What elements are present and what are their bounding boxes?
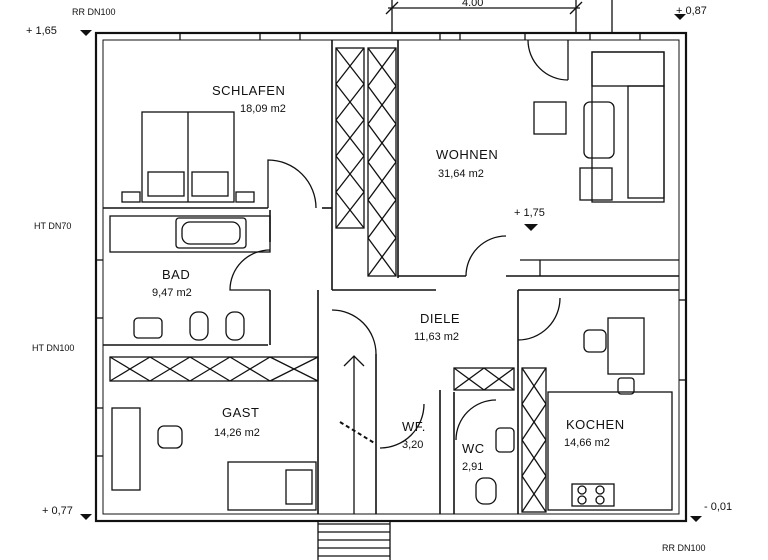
- kitchen-counter: [547, 391, 673, 511]
- wardrobe-right: [367, 47, 397, 277]
- dimension-line: [385, 0, 613, 33]
- room-name-gast: GAST: [222, 405, 260, 420]
- armchair: [579, 167, 613, 201]
- dining-table: [607, 317, 645, 375]
- chair: [617, 377, 635, 395]
- level-interior: + 1,75: [514, 207, 545, 219]
- chair: [583, 329, 607, 353]
- room-area-bad: 9,47 m2: [152, 287, 192, 299]
- room-name-schlafen: SCHLAFEN: [212, 83, 286, 98]
- room-area-schlafen: 18,09 m2: [240, 103, 286, 115]
- door-swing: [331, 309, 377, 355]
- room-name-diele: DIELE: [420, 311, 461, 326]
- door-swing: [527, 39, 569, 81]
- room-area-wc: 2,91: [462, 461, 484, 473]
- chair: [157, 425, 183, 449]
- bidet: [225, 311, 245, 341]
- room-area-diele: 11,63 m2: [414, 331, 460, 343]
- stove: [571, 483, 615, 507]
- room-name-wc: WC: [462, 441, 485, 456]
- level-marker: [674, 14, 686, 20]
- wardrobe-left: [335, 47, 365, 229]
- toilet: [189, 311, 209, 341]
- stair-arrow-head: [343, 355, 365, 367]
- door-swing: [517, 297, 561, 341]
- armchair: [533, 101, 567, 135]
- sofa: [591, 51, 665, 203]
- door-swing: [379, 403, 425, 449]
- level-marker: [80, 30, 92, 36]
- room-area-kochen: 14,66 m2: [564, 437, 610, 449]
- washbasin: [495, 427, 515, 453]
- room-name-wf: WF.: [402, 419, 426, 434]
- gast-bed: [227, 461, 317, 511]
- room-area-wohnen: 31,64 m2: [438, 168, 484, 180]
- level-marker: [80, 514, 92, 520]
- door-swing: [229, 249, 271, 291]
- inner-wall-line: [102, 39, 680, 515]
- dimension-text: 4.00: [462, 0, 484, 9]
- room-area-wf: 3,20: [402, 439, 424, 451]
- top-windows: [179, 33, 641, 40]
- door-swing: [465, 235, 507, 277]
- door-swing: [455, 399, 497, 441]
- level-bottom-left: + 0,77: [42, 505, 73, 517]
- diele-cabinet: [453, 367, 515, 391]
- level-bottom-right: - 0,01: [704, 501, 733, 513]
- level-marker: [690, 516, 702, 522]
- bathtub: [175, 217, 247, 249]
- desk: [111, 407, 141, 491]
- outer-wall: [94, 31, 688, 523]
- level-marker: [524, 224, 538, 231]
- double-bed: [121, 111, 255, 203]
- pipe-label: HT DN70: [34, 221, 72, 231]
- entrance-stair: [317, 521, 391, 560]
- cabinet-hatch: [521, 367, 547, 513]
- toilet: [475, 477, 497, 505]
- coffee-table: [583, 101, 615, 159]
- washbasin: [133, 317, 163, 339]
- room-name-kochen: KOCHEN: [566, 417, 625, 432]
- level-top-right: + 0,87: [676, 5, 707, 17]
- room-name-bad: BAD: [162, 267, 191, 282]
- pipe-label: RR DN100: [72, 7, 116, 17]
- dashed-line: [339, 421, 377, 445]
- radiator-band: [109, 356, 319, 382]
- door-swing: [267, 159, 317, 209]
- room-area-gast: 14,26 m2: [214, 427, 260, 439]
- room-name-wohnen: WOHNEN: [436, 147, 499, 162]
- pipe-label: HT DN100: [32, 343, 75, 353]
- pipe-label: RR DN100: [662, 543, 706, 553]
- level-top-left: + 1,65: [26, 25, 57, 37]
